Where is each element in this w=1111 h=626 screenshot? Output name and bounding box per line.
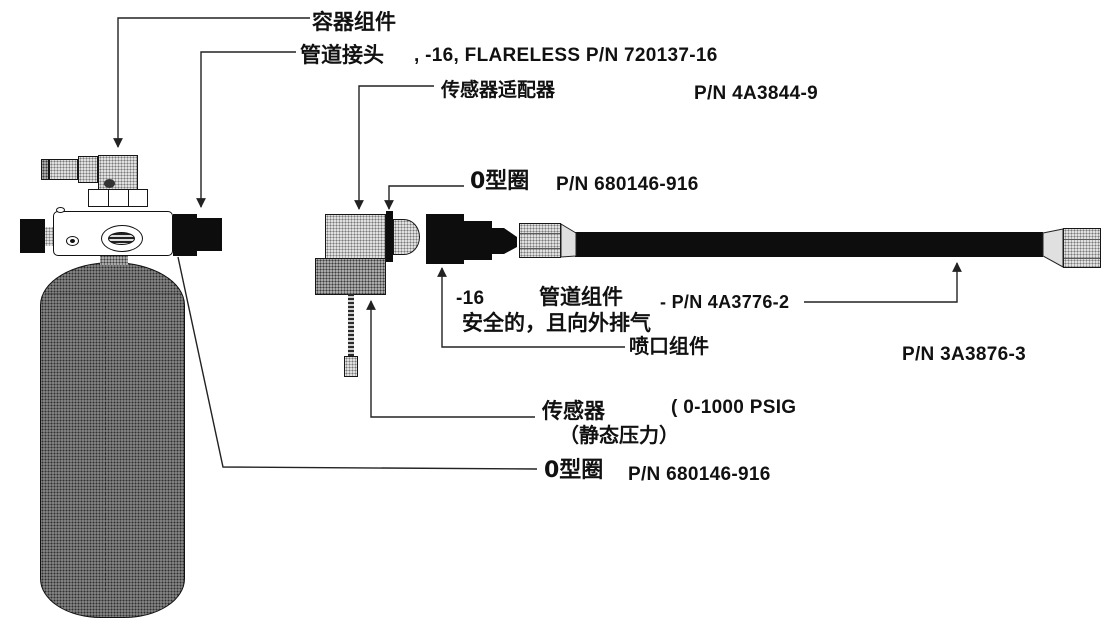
end-fitting-taper — [1042, 228, 1064, 268]
valve-screw-dot — [70, 239, 75, 243]
tube-end-fitting — [1063, 228, 1101, 268]
hex-flat-line — [108, 190, 109, 206]
hex-flat-line — [128, 190, 129, 206]
tube-coupler — [519, 223, 561, 258]
valve-body-bump — [56, 207, 65, 213]
pipe-fitting-outer — [197, 218, 222, 251]
label-oring-bottom-pn: P/N 680146-916 — [628, 464, 771, 485]
valve-handle-end-cap — [41, 159, 49, 180]
valve-port-oval — [101, 225, 143, 252]
label-oring-top: 0型圈 — [470, 169, 530, 194]
tank-shoulder-seam — [45, 293, 180, 294]
coupler-flat-line — [520, 248, 560, 249]
valve-left-knob — [20, 219, 45, 253]
sensor-adapter-block — [325, 214, 386, 259]
valve-bonnet — [98, 155, 138, 192]
label-oring-bottom: 0型圈 — [544, 458, 604, 483]
label-flareless-spec: , -16, FLARELESS P/N 720137-16 — [414, 45, 718, 66]
pipe-fitting-inner — [173, 214, 197, 256]
leader-oring-top — [384, 185, 464, 210]
tube-hose — [575, 232, 1043, 257]
label-sensor-adapter: 传感器适配器 — [441, 79, 556, 101]
leader-sensor-adapter — [354, 85, 434, 210]
leader-transducer — [366, 300, 535, 418]
adapter-nose-cone — [393, 219, 420, 255]
label-sensor-adapter-pn: P/N 4A3844-9 — [694, 83, 819, 104]
label-pipe-fitting: 管道接头 — [300, 43, 384, 67]
valve-port-core — [108, 232, 135, 245]
valve-hex-nut — [88, 189, 148, 207]
leader-nozzle-assembly — [437, 267, 625, 348]
label-tube-assembly: 管道组件 — [539, 285, 623, 309]
transducer-pendant — [344, 356, 358, 377]
label-nozzle-assembly-pn: P/N 3A3876-3 — [902, 344, 1027, 365]
oring-band — [386, 211, 393, 262]
valve-screw — [66, 236, 79, 246]
nozzle-assembly-shape — [426, 214, 517, 264]
valve-left-stem — [45, 227, 53, 246]
bonnet-port — [104, 179, 115, 188]
label-tube-size: -16 — [456, 288, 485, 309]
label-tube-assembly-pn: - P/N 4A3776-2 — [660, 292, 790, 312]
leader-pipe-fitting — [196, 51, 296, 208]
leader-container-assembly — [113, 17, 310, 148]
label-safety-note: 安全的，且向外排气 — [462, 311, 651, 335]
transducer-threaded-rod — [348, 294, 354, 358]
label-static-pressure: （静态压力） — [559, 423, 679, 447]
end-fitting-flat-line — [1064, 258, 1100, 259]
valve-handle — [49, 159, 78, 180]
label-oring-top-pn: P/N 680146-916 — [556, 174, 699, 195]
coupler-flat-line — [520, 233, 560, 234]
valve-body — [53, 207, 173, 256]
leader-tube-assembly-pn — [804, 262, 962, 303]
label-nozzle-assembly: 喷口组件 — [629, 334, 709, 358]
transducer-body — [315, 258, 386, 295]
label-transducer-range: ( 0-1000 PSIG — [671, 397, 797, 418]
valve-handle-collar — [78, 156, 98, 183]
label-container-assembly: 容器组件 — [312, 10, 396, 34]
tank-center-seam — [105, 301, 106, 591]
tank-cylinder — [40, 262, 185, 618]
coupler-taper — [560, 223, 577, 258]
label-transducer: 传感器 — [542, 399, 605, 423]
end-fitting-flat-line — [1064, 239, 1100, 240]
leader-oring-bottom — [177, 256, 538, 470]
